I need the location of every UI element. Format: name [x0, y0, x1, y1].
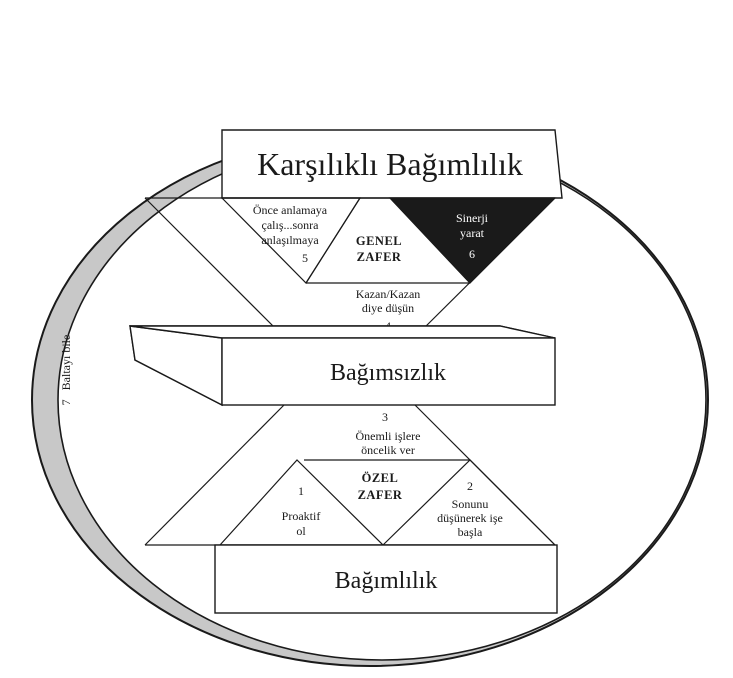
interdependence-label: Karşılıklı Bağımlılık [257, 146, 523, 182]
dependence-label: Bağımlılık [335, 568, 438, 594]
independence-level: Bağımsızlık [129, 325, 556, 407]
habit-3-line-1: Önemli işlere [356, 429, 421, 443]
habit-4-line-1: Kazan/Kazan [356, 287, 421, 301]
habit-6-line-1: Sinerji [456, 211, 489, 225]
habit-2-line-1: Sonunu [452, 497, 489, 511]
habit-6: Sinerji yarat 6 [456, 211, 489, 261]
habit-5: Önce anlamaya çalış...sonra anlaşılmaya … [253, 203, 328, 265]
dependence-level: Bağımlılık [214, 544, 558, 614]
private-victory: ÖZEL ZAFER [358, 471, 403, 502]
svg-text:7 Baltayı bile: 7 Baltayı bile [59, 335, 73, 406]
private-victory-line-1: ÖZEL [362, 471, 399, 485]
habit-2: 2 Sonunu düşünerek işe başla [437, 479, 503, 539]
habit-3: 3 Önemli işlere öncelik ver [356, 410, 421, 457]
independence-label: Bağımsızlık [330, 360, 446, 386]
habit-5-line-3: anlaşılmaya [261, 233, 319, 247]
habit-3-line-2: öncelik ver [361, 443, 415, 457]
habit-6-number: 6 [469, 247, 475, 261]
public-victory-line-1: GENEL [356, 234, 402, 248]
habit-1-number: 1 [298, 484, 304, 498]
habit-6-line-2: yarat [460, 226, 485, 240]
private-victory-line-2: ZAFER [358, 488, 403, 502]
habit-1-line-2: ol [296, 524, 306, 538]
interdependence-level: Karşılıklı Bağımlılık [221, 129, 563, 199]
habit-2-line-2: düşünerek işe [437, 511, 503, 525]
habit-5-number: 5 [302, 251, 308, 265]
public-victory-line-2: ZAFER [357, 250, 402, 264]
habit-2-number: 2 [467, 479, 473, 493]
habit-1-line-1: Proaktif [282, 509, 321, 523]
habit-7-label: Baltayı bile [59, 335, 73, 391]
public-victory: GENEL ZAFER [356, 234, 402, 264]
habit-5-line-1: Önce anlamaya [253, 203, 328, 217]
habit-7: 7 Baltayı bile [59, 335, 73, 406]
habit-2-line-3: başla [458, 525, 483, 539]
habit-4-line-2: diye düşün [362, 301, 414, 315]
habit-3-number: 3 [382, 410, 388, 424]
public-victory-section [145, 197, 557, 284]
habit-7-number: 7 [59, 399, 73, 405]
habit-5-line-2: çalış...sonra [262, 218, 320, 232]
habit-1: 1 Proaktif ol [282, 484, 321, 538]
